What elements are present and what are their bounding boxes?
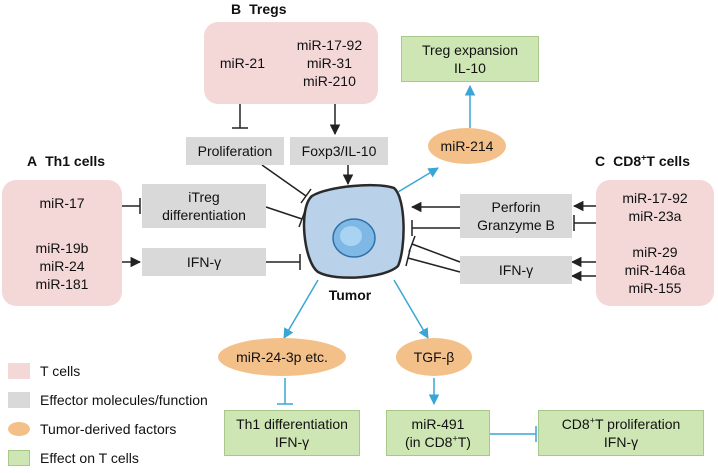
section-b-letter: B [231,1,242,17]
legend-effector-label: Effector molecules/function [40,392,208,408]
effector-perforin-line: Granzyme B [477,217,555,233]
th1-tcell-box: miR-17 miR-19b miR-24 miR-181 [2,180,122,306]
effector-itreg: iTreg differentiation [142,184,266,228]
effect-mir491-line1: miR-491 [411,416,465,432]
effector-ifn-left: IFN-γ [142,248,266,276]
effect-cd8-post: T proliferation [594,416,681,432]
effect-th1-differentiation: Th1 differentiation IFN-γ [224,410,360,456]
factor-mir214: miR-214 [428,128,506,164]
inhibit-bar-1 [300,188,312,204]
cd8-mirna-bottom-list: miR-29 miR-146a miR-155 [625,243,686,297]
inhibit-itreg-tumor [265,206,303,220]
inhibit-bar-2 [298,210,306,228]
legend-effector-swatch [8,392,30,408]
tumor-label-text: Tumor [328,287,372,303]
effect-cd8-line1: CD8+T proliferation [562,415,681,433]
treg-mirna: miR-17-92 [296,37,363,53]
cd8-mirna: miR-17-92 [622,190,688,206]
legend-tcells-label: T cells [40,363,81,379]
th1-mirna: miR-181 [35,275,89,292]
legend-effect-swatch [8,450,30,466]
section-c-letter: C [595,153,606,169]
legend-tumor-factor: Tumor-derived factors [8,421,176,437]
effect-mir491-sup: + [452,433,458,444]
effect-treg-expansion: Treg expansion IL-10 [401,36,539,82]
section-a-letter: A [27,153,38,169]
effector-itreg-line: iTreg [188,189,220,205]
legend-tumor-factor-swatch [8,422,30,436]
tumor-cell [302,183,405,279]
legend-effector: Effector molecules/function [8,392,208,408]
effector-proliferation: Proliferation [186,137,284,165]
arrow-tumor-mir243p [283,279,319,339]
effector-perforin-line: Perforin [491,199,541,215]
effector-foxp3-label: Foxp3/IL-10 [301,143,377,159]
inhibit-bar-5 [408,235,416,253]
treg-mirna: miR-31 [306,55,352,71]
cd8-mirna: miR-23a [628,208,682,224]
section-c-title: CD8 [613,153,642,169]
factor-tgfb-label: TGF-β [413,349,455,365]
arrow-tumor-tgfb [393,279,429,339]
section-a-title: Th1 cells [45,153,106,169]
effect-cd8-proliferation: CD8+T proliferation IFN-γ [538,410,704,456]
inhibit-bar-6 [405,249,411,267]
effect-th1-line: Th1 differentiation [236,416,348,432]
inhibit-ifn-right-tumor-2 [407,257,461,273]
tumor-label: Tumor [318,286,382,304]
treg-mirna: miR-210 [302,73,356,89]
factor-mir214-label: miR-214 [440,138,494,154]
th1-mirna: miR-24 [39,257,85,274]
effect-cd8-sup: + [589,415,595,426]
effect-cd8-line2: IFN-γ [603,434,639,450]
treg-mirna-list: miR-17-92 miR-31 miR-210 [297,36,362,90]
cd8-mirna-top-list: miR-17-92 miR-23a [622,189,687,225]
factor-mir243p-label: miR-24-3p etc. [236,349,328,365]
section-c-title-rest: T cells [646,153,690,169]
legend-effect-label: Effect on T cells [40,450,139,466]
effect-mir491: miR-491 (in CD8+T) [386,410,490,456]
section-c-header: C CD8+T cells [595,153,690,169]
effect-treg-expansion-line: IL-10 [454,60,486,76]
effector-perforin: Perforin Granzyme B [460,194,572,238]
factor-mir243p: miR-24-3p etc. [218,338,346,376]
section-c-sup: + [641,152,647,163]
cd8-tcell-box: miR-17-92 miR-23a miR-29 miR-146a miR-15… [596,180,714,306]
inhibit-proliferation-tumor [261,164,307,197]
legend-tumor-factor-label: Tumor-derived factors [40,421,177,437]
effect-treg-expansion-line: Treg expansion [422,42,518,58]
effector-foxp3: Foxp3/IL-10 [290,137,388,165]
arrow-tumor-mir214 [397,167,439,193]
treg-tcell-box: miR-21 miR-17-92 miR-31 miR-210 [204,22,378,104]
effector-proliferation-label: Proliferation [197,143,273,159]
th1-mirna-list: miR-19b miR-24 miR-181 [36,239,89,293]
effect-cd8-pre: CD8 [561,416,590,432]
effector-ifn-right: IFN-γ [460,256,572,284]
effect-th1-line: IFN-γ [274,434,310,450]
inhibit-ifn-right-tumor-1 [411,243,461,263]
legend-tcells: T cells [8,363,80,379]
cd8-mirna: miR-29 [632,244,678,260]
treg-mir21: miR-21 [219,55,265,71]
legend-effect: Effect on T cells [8,450,139,466]
effect-mir491-pre: (in CD8 [405,434,453,450]
effector-ifn-right-label: IFN-γ [498,262,534,278]
section-b-title: Tregs [249,1,287,17]
effector-ifn-left-label: IFN-γ [186,254,222,270]
th1-mirna: miR-19b [35,239,89,256]
legend-tcells-swatch [8,363,30,379]
th1-mir17: miR-17 [39,194,85,211]
cd8-mirna: miR-146a [624,262,686,278]
cd8-mirna: miR-155 [628,280,682,296]
effect-mir491-post: T) [457,434,471,450]
effector-itreg-line: differentiation [162,207,246,223]
effect-mir491-line2: (in CD8+T) [405,433,471,451]
factor-tgfb: TGF-β [396,338,472,376]
section-b-header: B Tregs [231,1,286,17]
section-a-header: A Th1 cells [27,153,105,169]
